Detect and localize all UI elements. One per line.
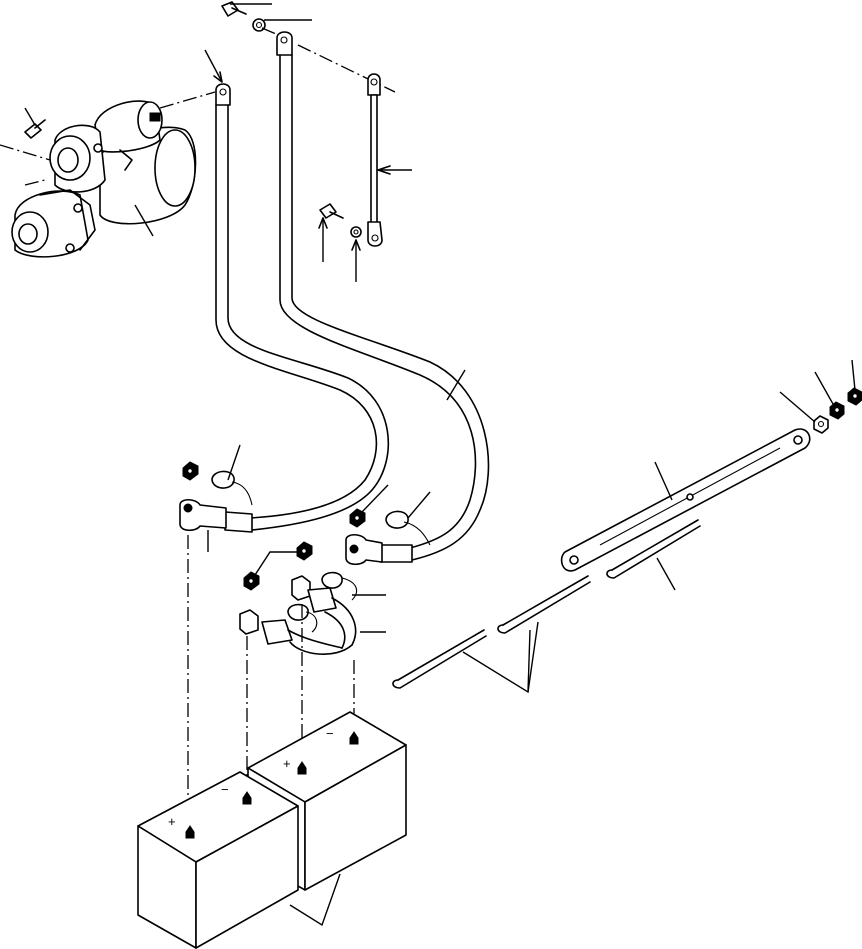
right-post-nut — [349, 508, 366, 528]
ground-strap — [367, 73, 383, 247]
hold-down-rod-left — [392, 629, 487, 689]
hold-down-bar — [560, 428, 811, 572]
left-post-nut — [182, 461, 199, 481]
hold-down-rod-middle — [497, 575, 591, 634]
right-terminal-cap — [385, 510, 431, 546]
cable-main-negative — [276, 31, 490, 566]
strap-bolt — [319, 203, 344, 219]
starter-motor — [11, 100, 197, 258]
starter-mounting-bolt — [24, 107, 46, 139]
left-terminal-cap — [211, 470, 253, 506]
cable-starter-positive — [179, 83, 390, 533]
front-positive-symbol: + — [168, 814, 176, 829]
strap-washer — [350, 226, 362, 238]
rear-negative-symbol: − — [326, 726, 334, 741]
hold-down-nut-3 — [847, 387, 862, 406]
top-bolt — [221, 1, 247, 17]
front-negative-symbol: − — [221, 782, 229, 797]
battery-front: + − — [137, 771, 299, 949]
hold-down-rod-right — [606, 519, 701, 579]
jumper-cable — [239, 541, 358, 656]
hold-down-nut-2 — [829, 401, 845, 420]
rear-positive-symbol: + — [283, 756, 291, 771]
hold-down-nut-1 — [813, 415, 829, 434]
